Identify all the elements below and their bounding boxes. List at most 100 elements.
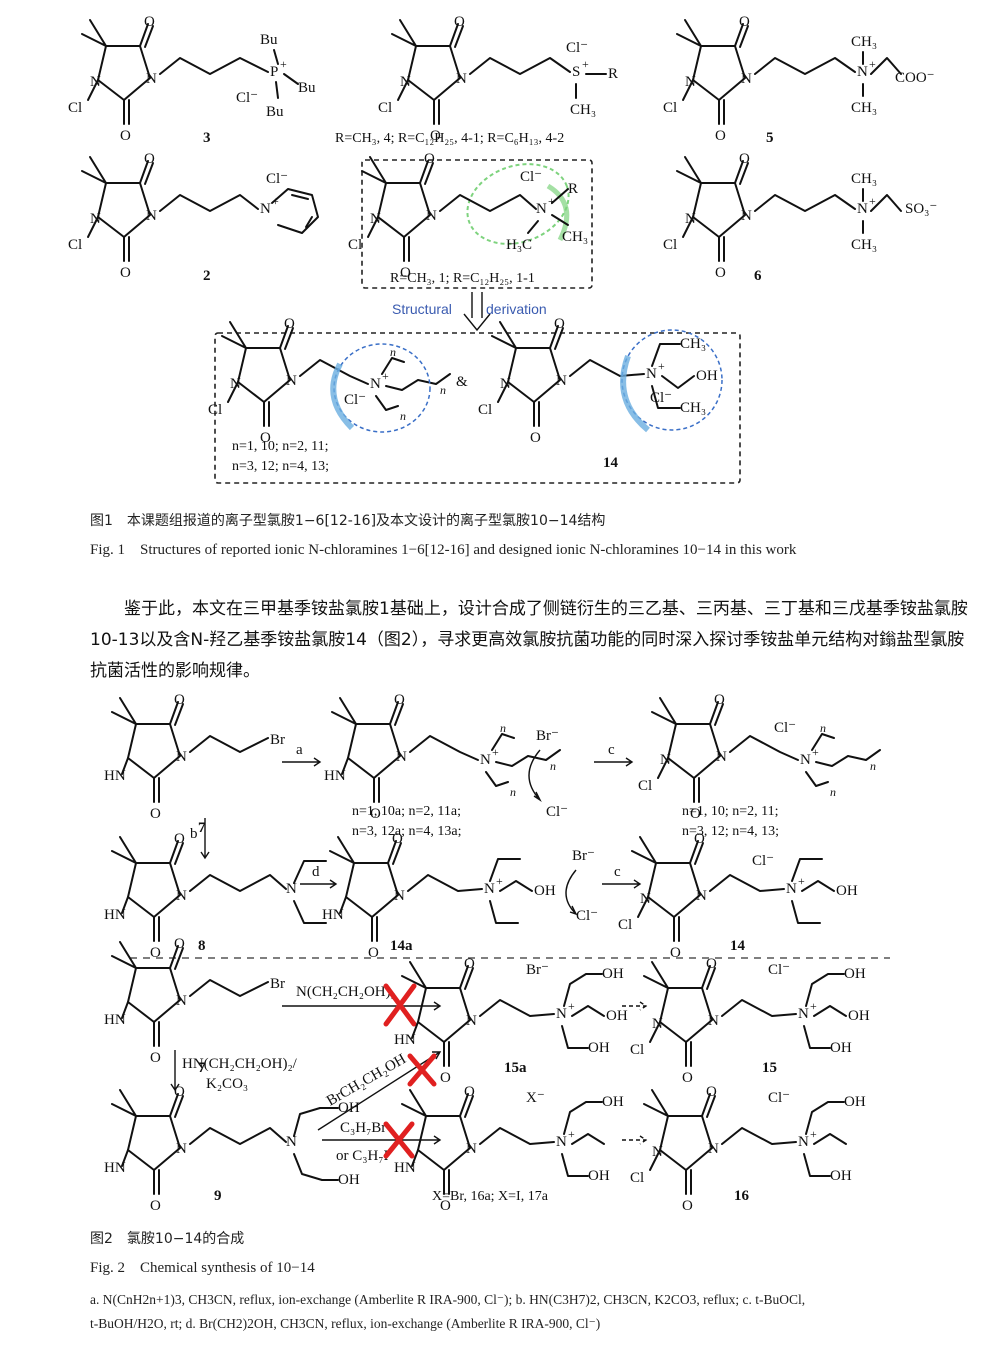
label-8: 8 [198, 938, 206, 954]
svg-text:OH: OH [338, 1100, 360, 1116]
svg-text:OH: OH [588, 1040, 610, 1056]
arrow-c-2 [602, 879, 642, 889]
svg-text:CH₃: CH₃ [851, 34, 877, 50]
svg-text:n: n [510, 785, 516, 799]
compound-9: N OH OH [104, 1084, 360, 1214]
svg-text:+: + [658, 359, 665, 373]
fig1-caption-cn: 图1 本课题组报道的离子型氯胺1−6[12-16]及本文设计的离子型氯胺10−1… [90, 513, 606, 529]
svg-text:Br⁻: Br⁻ [536, 728, 559, 744]
svg-text:N: N [646, 366, 657, 382]
svg-text:Cl⁻: Cl⁻ [344, 392, 366, 408]
label-14a: 14a [390, 938, 413, 954]
svg-text:n: n [820, 721, 826, 735]
exchange-arrow-2 [565, 869, 578, 916]
arrow-c-1 [594, 757, 634, 767]
compound-3: P+ Bu Bu Bu Cl⁻ [68, 14, 316, 144]
compound-5: N+ CH₃ CH₃ COO⁻ [663, 14, 935, 144]
svg-text:N: N [798, 1006, 809, 1022]
exchange-arrow-1 [528, 749, 542, 803]
label-row1c: n=1, 10; n=2, 11; [682, 804, 779, 819]
step-d: d [312, 864, 320, 880]
fail-cross-2 [407, 1053, 437, 1087]
label-15: 15 [762, 1060, 777, 1076]
label-14-fig1: 14 [603, 455, 619, 471]
arrow-dashed-2 [622, 1135, 648, 1145]
label-n-1: n=1, 10; n=2, 11; [232, 439, 329, 454]
label-row1a: n=1, 10a; n=2, 11a; [352, 804, 461, 819]
svg-text:+: + [582, 57, 589, 71]
svg-text:N: N [857, 64, 868, 80]
svg-text:N: N [798, 1134, 809, 1150]
svg-text:+: + [810, 999, 817, 1013]
fail-cross-3 [383, 1121, 415, 1159]
svg-text:CH₃: CH₃ [851, 100, 877, 116]
svg-text:n: n [870, 759, 876, 773]
svg-text:Cl⁻: Cl⁻ [774, 720, 796, 736]
svg-text:Cl⁻: Cl⁻ [768, 1090, 790, 1106]
svg-text:CH₃: CH₃ [680, 400, 706, 416]
label-6: 6 [754, 268, 762, 284]
svg-text:Br: Br [270, 732, 285, 748]
svg-text:CH₃: CH₃ [851, 171, 877, 187]
arrow-label-right: derivation [486, 301, 547, 317]
svg-text:OH: OH [602, 966, 624, 982]
svg-text:n: n [390, 345, 396, 359]
arrow-d [300, 879, 338, 889]
svg-text:N: N [556, 1134, 567, 1150]
compound-8: N [104, 831, 327, 961]
label-n-2: n=3, 12; n=4, 13; [232, 459, 329, 474]
blue-highlight-1 [333, 343, 431, 433]
label-r4: R=CH₃, 4; R=C₁₂H₂₅, 4-1; R=C₆H₁₃, 4-2 [335, 131, 564, 146]
svg-text:N: N [480, 752, 491, 768]
svg-text:+: + [496, 874, 503, 888]
svg-text:N: N [260, 201, 271, 217]
compound-14a: N+ OH [322, 831, 556, 961]
svg-text:OH: OH [588, 1168, 610, 1184]
label-7: 7 [198, 820, 206, 836]
svg-text:+: + [382, 369, 389, 383]
svg-text:Cl⁻: Cl⁻ [576, 908, 598, 924]
svg-text:n: n [830, 785, 836, 799]
svg-text:Cl⁻: Cl⁻ [236, 90, 258, 106]
arrow-b [200, 818, 210, 860]
label-14: 14 [730, 938, 746, 954]
compound-2: N+ Cl⁻ [68, 151, 319, 281]
svg-text:N: N [484, 881, 495, 897]
box-compound-1 [361, 159, 593, 289]
svg-text:+: + [810, 1127, 817, 1141]
svg-text:Bu: Bu [298, 80, 316, 96]
svg-text:OH: OH [830, 1168, 852, 1184]
compound-16a: N+ OH OH X⁻ [394, 1084, 624, 1214]
label-2: 2 [203, 268, 211, 284]
reagent-c3h7br: C₃H₇Br [340, 1120, 386, 1136]
svg-text:N: N [370, 376, 381, 392]
fig2-caption-en: Fig. 2 Chemical synthesis of 10−14 [90, 1260, 315, 1276]
compound-16: N+ OH OH Cl⁻ [630, 1084, 866, 1214]
label-16: 16 [734, 1188, 750, 1204]
svg-text:Cl⁻: Cl⁻ [768, 962, 790, 978]
svg-text:R: R [568, 181, 578, 197]
reagent-n-cho: N(CH₂CH₂OH)₃ [296, 984, 396, 1000]
green-highlight [466, 163, 570, 245]
compound-14-fig1: N+ CH₃ OH CH₃ Cl⁻ [478, 316, 718, 446]
body-paragraph: 鉴于此，本文在三甲基季铵盐氯胺1基础上，设计合成了侧链衍生的三乙基、三丙基、三丁… [90, 599, 968, 681]
reagent-k2co3: K₂CO₃ [206, 1076, 248, 1092]
svg-text:S: S [572, 64, 580, 80]
svg-text:N: N [857, 201, 868, 217]
svg-text:+: + [812, 745, 819, 759]
compound-7b: Br [104, 936, 285, 1066]
arrow-a [282, 757, 322, 767]
svg-text:OH: OH [338, 1172, 360, 1188]
svg-text:Cl⁻: Cl⁻ [752, 853, 774, 869]
label-7b: 7 [198, 1060, 206, 1076]
svg-text:X⁻: X⁻ [526, 1090, 545, 1106]
svg-text:OH: OH [844, 966, 866, 982]
label-r1: R=CH₃, 1; R=C₁₂H₂₅, 1-1 [390, 271, 535, 286]
reagent-hn-cho: HN(CH₂CH₂OH)₂/ [182, 1056, 298, 1072]
svg-text:OH: OH [606, 1008, 628, 1024]
svg-text:SO₃⁻: SO₃⁻ [905, 201, 937, 217]
compound-14: N+ OH Cl⁻ [618, 831, 858, 961]
svg-text:OH: OH [830, 1040, 852, 1056]
compound-6: N+ CH₃ CH₃ SO₃⁻ [663, 151, 937, 281]
